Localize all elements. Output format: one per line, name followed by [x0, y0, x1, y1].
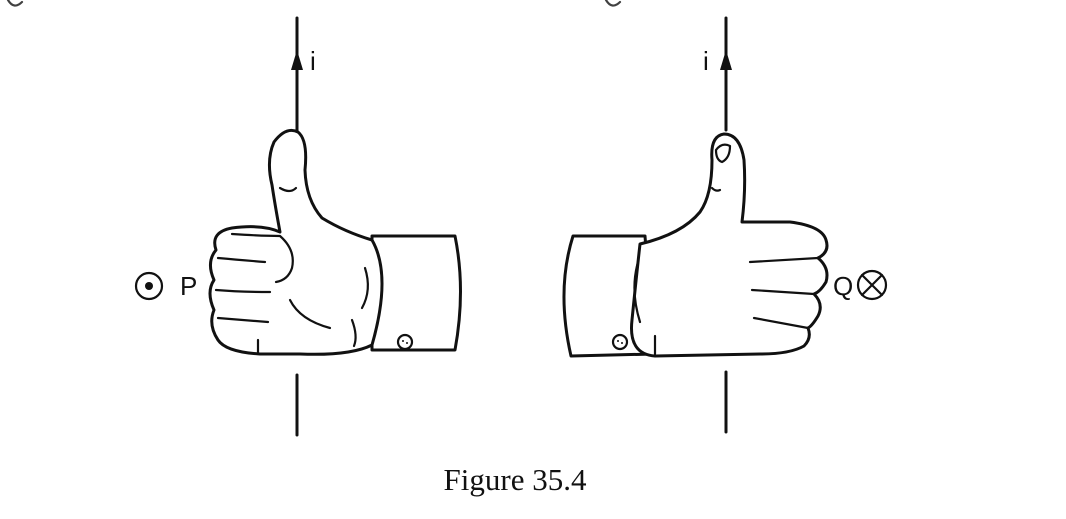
right-wire [720, 16, 732, 434]
left-current-label: i [310, 46, 316, 76]
cross-in-circle-icon [856, 269, 888, 301]
left-hand [208, 128, 462, 356]
left-current-arrow-icon [291, 50, 303, 70]
dot-in-circle-icon [134, 271, 164, 301]
point-q-label: Q [833, 271, 853, 301]
right-current-label: i [703, 46, 709, 76]
right-current-arrow-icon [720, 50, 732, 70]
left-wire [291, 16, 303, 437]
cropped-top-text [6, 0, 622, 7]
right-hand [562, 132, 829, 358]
point-p-label: P [180, 271, 197, 301]
figure-caption: Figure 35.4 [444, 462, 587, 497]
